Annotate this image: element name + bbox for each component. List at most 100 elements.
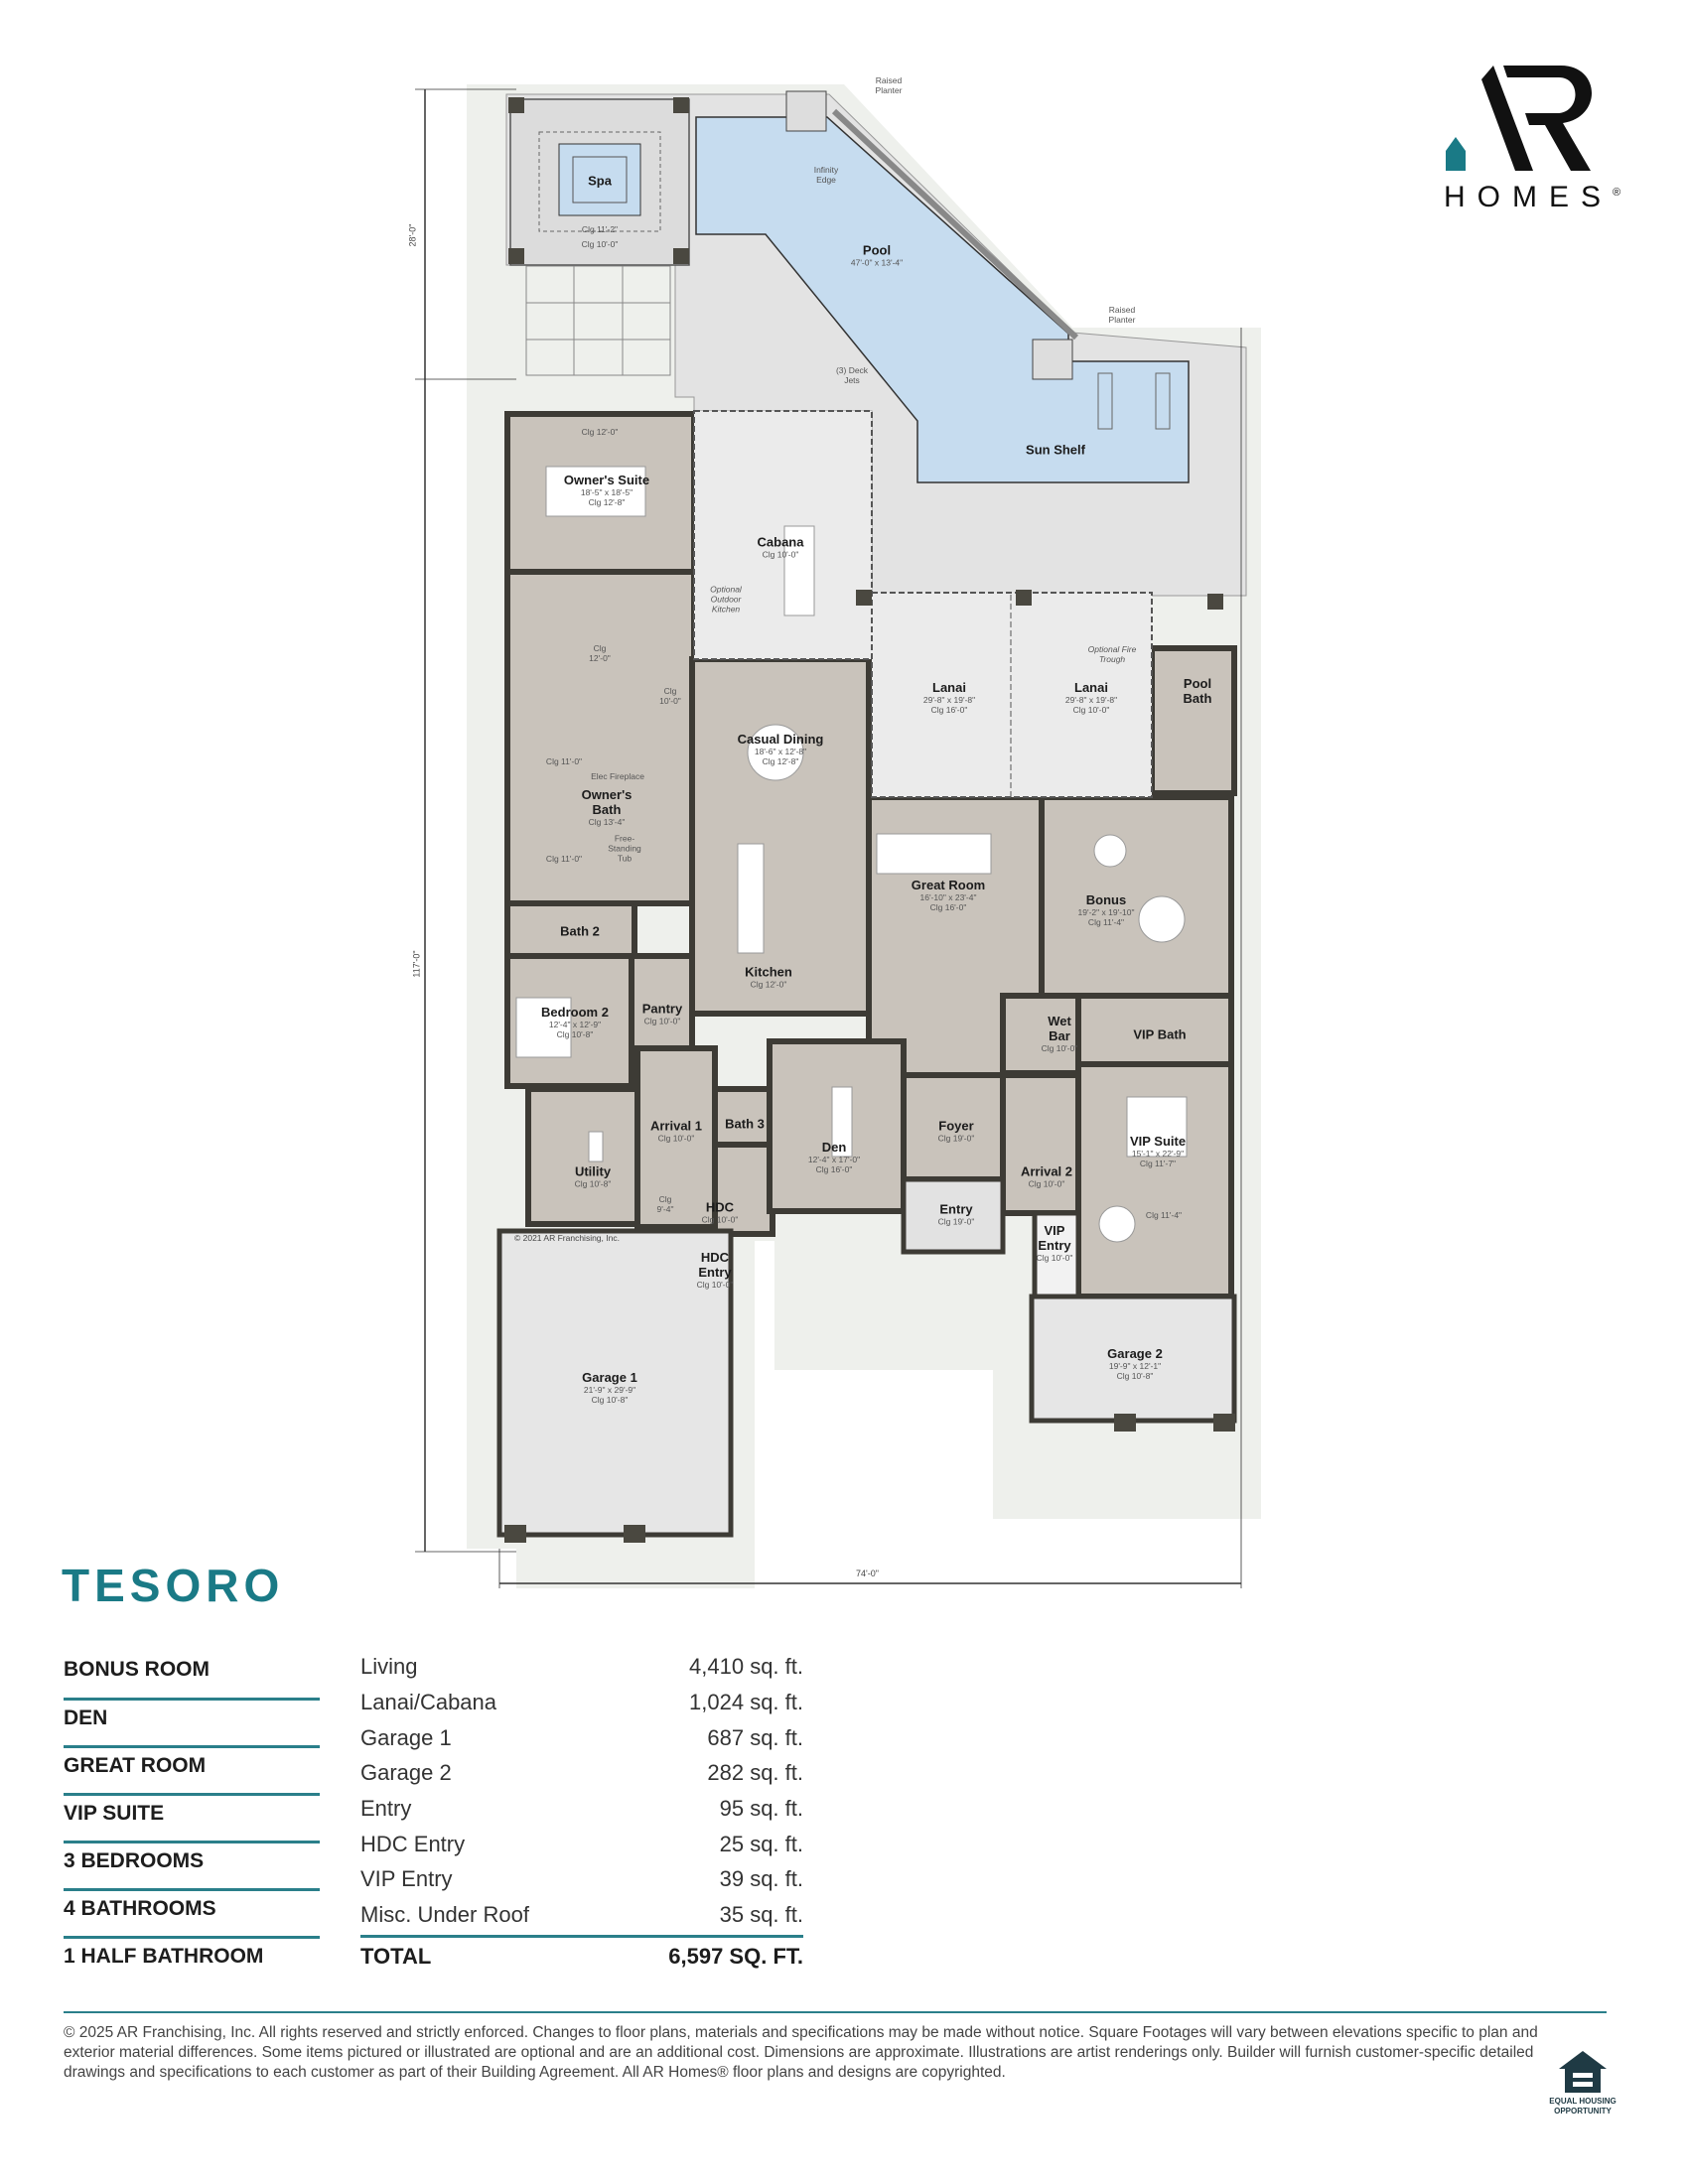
plan-title: TESORO: [62, 1560, 285, 1611]
note-deck-jets: (3) Deck Jets: [835, 364, 869, 385]
dining-table: [747, 724, 804, 781]
owners-bed: [545, 466, 646, 517]
note-infinity-edge: Infinity Edge: [813, 164, 839, 185]
note-raised-planter: Raised Planter: [875, 74, 903, 95]
room-pantry: [629, 953, 695, 1051]
plan-copyright: © 2021 AR Franchising, Inc.: [514, 1233, 620, 1243]
feature-item: 1 HALF BATHROOM: [64, 1945, 264, 1968]
note-vip-clg: Clg 11'-4": [1145, 1209, 1183, 1220]
room-pool-bath: [1149, 645, 1237, 796]
vip-bed: [1126, 1096, 1188, 1158]
cabana-table: [783, 525, 815, 616]
ar-homes-logo: [1446, 66, 1593, 171]
divider: [360, 1935, 803, 1938]
equal-housing-icon: [1559, 2051, 1607, 2093]
note-elec-fireplace: Elec Fireplace: [591, 770, 644, 781]
room-arrival-2: [1000, 1072, 1081, 1216]
kitchen-island: [737, 843, 765, 954]
legal-disclaimer: © 2025 AR Franchising, Inc. All rights r…: [64, 2024, 1538, 2081]
feature-item: VIP SUITE: [64, 1802, 165, 1825]
note-tub: Free-Standing Tub: [608, 833, 641, 865]
room-cabana: [693, 410, 873, 660]
feature-item: 3 BEDROOMS: [64, 1849, 205, 1872]
divider: [64, 1841, 320, 1843]
note-outdoor-kitchen: Optional Outdoor Kitchen: [710, 584, 742, 615]
divider: [64, 1698, 320, 1701]
feature-item: DEN: [64, 1706, 108, 1729]
room-utility: [525, 1086, 640, 1227]
raised-planter: [1032, 339, 1073, 380]
room-label-bath-2: Bath 2: [560, 923, 600, 939]
room-label-spa: Spa: [588, 173, 612, 189]
room-label-pool-bath: Pool Bath: [1183, 676, 1212, 706]
note-bath-clg-2: Clg 11'-0": [545, 853, 583, 864]
room-wet-bar: [1000, 993, 1081, 1076]
note-fire-trough: Optional Fire Trough: [1087, 643, 1137, 664]
dimension-lines: [415, 88, 1242, 1588]
feature-item: GREAT ROOM: [64, 1754, 207, 1777]
room-entry: [901, 1176, 1006, 1255]
dimension-left-main: 117'-0": [411, 950, 422, 978]
equal-housing-text: EQUAL HOUSING OPPORTUNITY: [1549, 2097, 1617, 2116]
dimension-top-left: 28'-0": [407, 223, 418, 247]
note-hall-clg: Clg 10'-0": [659, 685, 681, 706]
divider: [64, 1793, 320, 1796]
room-bath-2: [504, 900, 637, 959]
pool-water: [695, 116, 1190, 483]
note-owner-clg: Clg 12'-0": [581, 426, 619, 437]
note-bath-clg-1: Clg 11'-0": [545, 755, 583, 766]
divider: [64, 2011, 1607, 2013]
dimension-bottom: 74'-0": [856, 1569, 879, 1578]
room-bonus: [1039, 794, 1234, 999]
room-label-bath-3: Bath 3: [725, 1116, 765, 1132]
note-arrival-clg: Clg 9'-4": [656, 1193, 674, 1214]
room-label-vip-bath: VIP Bath: [1133, 1026, 1187, 1042]
bedroom2-bed: [515, 997, 572, 1058]
house-icon: [1446, 137, 1466, 171]
logo-homes-text: HOMES®: [1444, 181, 1621, 213]
divider: [64, 1745, 320, 1748]
note-raised-planter-2: Raised Planter: [1108, 304, 1136, 325]
room-label-sun-shelf: Sun Shelf: [1026, 442, 1085, 458]
divider: [64, 1936, 320, 1939]
feature-item: BONUS ROOM: [64, 1658, 210, 1681]
divider: [64, 1888, 320, 1891]
feature-item: 4 BATHROOMS: [64, 1897, 216, 1920]
room-kitchen: [689, 656, 872, 1017]
room-garage-1: [496, 1228, 734, 1538]
raised-planter: [785, 90, 827, 132]
note-closet-clg: Clg 12'-0": [589, 642, 611, 663]
room-lanai: [871, 592, 1153, 798]
